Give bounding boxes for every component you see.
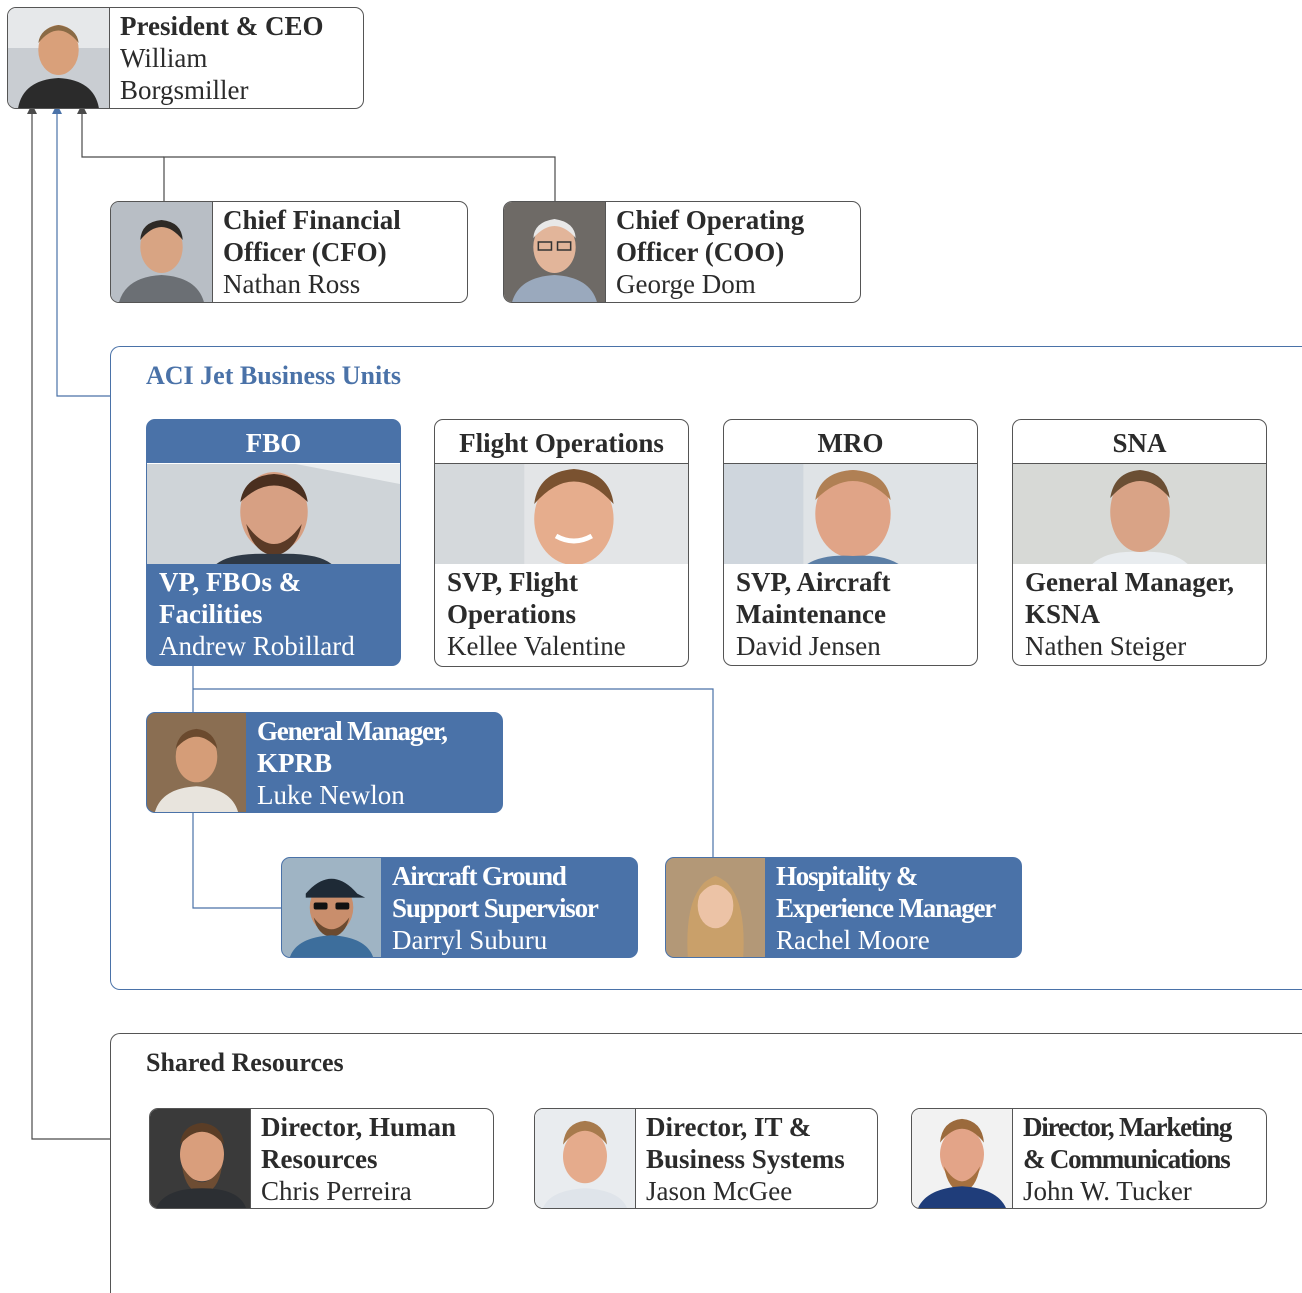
unit-mro-header: MRO xyxy=(724,420,977,464)
marketing-director-card[interactable]: Director, Marketing & Communications Joh… xyxy=(911,1108,1267,1209)
business-units-group xyxy=(110,346,1302,990)
it-director-role-line1: Director, IT & xyxy=(646,1112,812,1142)
connector-kprb-to-ground xyxy=(192,813,282,909)
unit-flight-operations-header: Flight Operations xyxy=(435,420,688,464)
cfo-photo xyxy=(111,202,213,302)
unit-fbo-header: FBO xyxy=(147,420,400,464)
hospitality-photo xyxy=(666,858,766,957)
hospitality-role-line1: Hospitality & xyxy=(776,861,918,891)
hospitality-name: Rachel Moore xyxy=(776,925,930,955)
unit-mro[interactable]: MRO SVP, Aircraft Maintenance David Jens… xyxy=(723,419,978,666)
business-units-title: ACI Jet Business Units xyxy=(146,361,401,390)
coo-name: George Dom xyxy=(616,269,756,299)
cfo-role-line1: Chief Financial xyxy=(223,205,401,235)
kprb-gm-photo xyxy=(147,713,247,812)
marketing-director-role-line1: Director, Marketing xyxy=(1023,1112,1232,1142)
cfo-role-line2: Officer (CFO) xyxy=(223,237,387,267)
coo-photo xyxy=(504,202,606,302)
unit-fbo-role-line2: Facilities xyxy=(159,599,263,629)
unit-sna[interactable]: SNA General Manager, KSNA Nathen Steiger xyxy=(1012,419,1267,666)
ground-support-card[interactable]: Aircraft Ground Support Supervisor Darry… xyxy=(281,857,638,958)
shared-resources-title: Shared Resources xyxy=(146,1048,344,1077)
ground-support-name: Darryl Suburu xyxy=(392,925,548,955)
kprb-gm-role-line2: KPRB xyxy=(257,748,333,778)
it-director-name: Jason McGee xyxy=(646,1176,793,1206)
it-director-card[interactable]: Director, IT & Business Systems Jason Mc… xyxy=(534,1108,878,1209)
it-director-role-line2: Business Systems xyxy=(646,1144,845,1174)
ground-support-role-line2: Support Supervisor xyxy=(392,893,599,923)
unit-fbo-photo xyxy=(147,464,400,564)
unit-flight-operations[interactable]: Flight Operations SVP, Flight Operations… xyxy=(434,419,689,667)
connector-executives xyxy=(163,156,556,201)
unit-fbo-name: Andrew Robillard xyxy=(159,631,355,661)
unit-fbo[interactable]: FBO VP, FBOs & Facilities Andrew Robilla… xyxy=(146,419,401,666)
unit-sna-header: SNA xyxy=(1013,420,1266,464)
unit-fbo-role-line1: VP, FBOs & xyxy=(159,567,302,597)
ceo-role: President & CEO xyxy=(120,11,324,41)
hospitality-card[interactable]: Hospitality & Experience Manager Rachel … xyxy=(665,857,1022,958)
unit-sna-role-line2: KSNA xyxy=(1025,599,1101,629)
hr-director-photo xyxy=(150,1109,251,1208)
kprb-gm-name: Luke Newlon xyxy=(257,780,405,810)
arrow-executives xyxy=(77,104,164,158)
ceo-name-line2: Borgsmiller xyxy=(120,75,249,105)
coo-card[interactable]: Chief Operating Officer (COO) George Dom xyxy=(503,201,861,303)
hospitality-role-line2: Experience Manager xyxy=(776,893,996,923)
unit-mro-role-line2: Maintenance xyxy=(736,599,886,629)
unit-mro-name: David Jensen xyxy=(736,631,881,661)
unit-flight-operations-photo xyxy=(435,464,688,564)
unit-mro-role-line1: SVP, Aircraft xyxy=(736,567,891,597)
unit-mro-photo xyxy=(724,464,977,564)
it-director-photo xyxy=(535,1109,636,1208)
hr-director-role-line1: Director, Human xyxy=(261,1112,456,1142)
connector-lines xyxy=(27,104,714,1140)
coo-role-line1: Chief Operating xyxy=(616,205,805,235)
ceo-name-line1: William xyxy=(120,43,208,73)
arrow-business-units xyxy=(52,104,110,397)
kprb-gm-role-line1: General Manager, xyxy=(257,716,448,746)
shared-resources-group xyxy=(110,1033,1302,1293)
unit-flight-operations-role-line2: Operations xyxy=(447,599,577,629)
unit-sna-name: Nathen Steiger xyxy=(1025,631,1187,661)
ground-support-photo xyxy=(282,858,382,957)
connector-fbo-to-hospitality xyxy=(193,688,714,858)
ground-support-role-line1: Aircraft Ground xyxy=(392,861,567,891)
marketing-director-role-line2: & Communications xyxy=(1023,1144,1231,1174)
unit-flight-operations-role-line1: SVP, Flight xyxy=(447,567,579,597)
kprb-gm-card[interactable]: General Manager, KPRB Luke Newlon xyxy=(146,712,503,813)
unit-flight-operations-name: Kellee Valentine xyxy=(447,631,626,661)
marketing-director-photo xyxy=(912,1109,1013,1208)
unit-sna-photo xyxy=(1013,464,1266,564)
hr-director-name: Chris Perreira xyxy=(261,1176,412,1206)
ceo-card[interactable]: President & CEO William Borgsmiller xyxy=(7,7,364,109)
unit-sna-role-line1: General Manager, xyxy=(1025,567,1234,597)
arrow-shared-resources xyxy=(27,104,110,1140)
ceo-photo xyxy=(8,8,110,108)
hr-director-card[interactable]: Director, Human Resources Chris Perreira xyxy=(149,1108,494,1209)
marketing-director-name: John W. Tucker xyxy=(1023,1176,1192,1206)
cfo-card[interactable]: Chief Financial Officer (CFO) Nathan Ros… xyxy=(110,201,468,303)
coo-role-line2: Officer (COO) xyxy=(616,237,785,267)
cfo-name: Nathan Ross xyxy=(223,269,361,299)
hr-director-role-line2: Resources xyxy=(261,1144,378,1174)
